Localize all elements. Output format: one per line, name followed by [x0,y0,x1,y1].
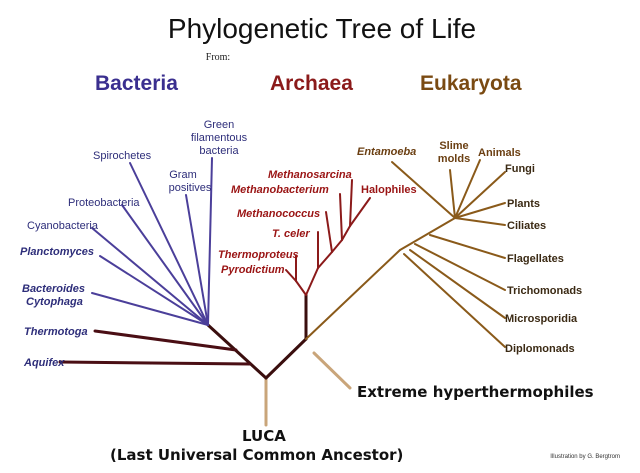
branch-euryarchaea-stem [305,267,319,296]
branch-fungi [454,171,506,219]
label-green-line1: Green [204,119,235,131]
label-spirochetes: Spirochetes [93,150,152,162]
branch-green-filamentous [207,157,213,326]
label-trichomonads: Trichomonads [507,285,582,297]
label-planctomyces: Planctomyces [20,246,94,258]
branch-euryarchaea-upper [317,251,333,269]
branch-proteobacteria [121,204,209,326]
label-animals: Animals [478,147,521,159]
from-caption: From: [206,52,230,63]
label-plants: Plants [507,198,540,210]
branch-cyanobacteria [91,227,209,326]
tree-branches [58,157,506,427]
branch-slime-molds [449,169,456,219]
eukaryota-branches [391,159,506,348]
label-gram-line2: positives [169,182,212,194]
label-aquifex: Aquifex [23,357,65,369]
label-halophiles: Halophiles [361,184,417,196]
annotation-luca: LUCA [242,427,286,445]
branch-diplomonads [403,253,506,348]
label-green-line3: bacteria [199,145,239,157]
branch-trichomonads [414,243,506,291]
label-t-celer: T. celer [272,228,310,240]
label-gram-line1: Gram [169,169,197,181]
branch-halophiles [349,197,371,227]
label-entamoeba: Entamoeba [357,146,416,158]
label-cytophaga: Cytophaga [26,296,83,308]
branch-microsporidia [409,249,506,319]
branch-methanococcus [325,211,333,253]
label-diplomonads: Diplomonads [505,343,575,355]
branch-bacteroides [91,292,209,326]
branch-planctomyces [99,255,209,326]
branch-methanosarcina-halophile-stem [341,225,351,241]
bacteria-branches [91,157,213,326]
domain-archaea: Archaea [270,72,353,95]
label-fungi: Fungi [505,163,535,175]
label-flagellates: Flagellates [507,253,564,265]
branch-methanosarcina [349,179,353,227]
branch-gram-positives [185,194,209,326]
archaea-branches [285,179,371,296]
trunk-root-left [206,323,268,380]
branch-ciliates [454,217,506,226]
domain-bacteria: Bacteria [95,72,178,95]
label-cyanobacteria: Cyanobacteria [27,220,99,232]
branch-crenarchaea-stem [295,280,307,296]
eukaryota-trunk-upper [399,217,456,251]
illustration-credit: Illustration by G. Bergtrom [550,454,620,460]
label-methanobacterium: Methanobacterium [231,184,329,196]
branch-spirochetes [129,162,209,326]
branch-methanobacterium [339,193,343,241]
label-thermotoga: Thermotoga [24,326,88,338]
branch-animals [454,159,481,219]
eukaryota-stem [305,249,401,340]
label-ciliates: Ciliates [507,220,546,232]
branch-entamoeba [391,161,456,219]
diagram-title: Phylogenetic Tree of Life [168,13,476,44]
label-microsporidia: Microsporidia [505,313,578,325]
branch-pyrodictium [285,269,297,282]
branch-euryarchaea-top [331,239,343,253]
branch-thermotoga [93,329,238,352]
domain-eukaryota: Eukaryota [420,72,522,95]
label-proteobacteria: Proteobacteria [68,197,140,209]
trunk-root-right [264,337,308,380]
branch-flagellates [429,234,506,259]
label-green-line2: filamentous [191,132,248,144]
hyperthermophile-pointer-line [312,351,352,390]
label-slime-line2: molds [438,153,470,165]
label-methanococcus: Methanococcus [237,208,320,220]
label-pyrodictium: Pyrodictium [221,264,285,276]
branch-aquifex [58,360,252,366]
branch-plants [454,202,506,219]
label-methanosarcina: Methanosarcina [268,169,352,181]
label-bacteroides: Bacteroides [22,283,85,295]
annotation-extreme-hyperthermophiles: Extreme hyperthermophiles [357,383,594,401]
annotation-luca-full: (Last Universal Common Ancestor) [110,446,403,464]
label-thermoproteus: Thermoproteus [218,249,299,261]
label-slime-line1: Slime [439,140,468,152]
